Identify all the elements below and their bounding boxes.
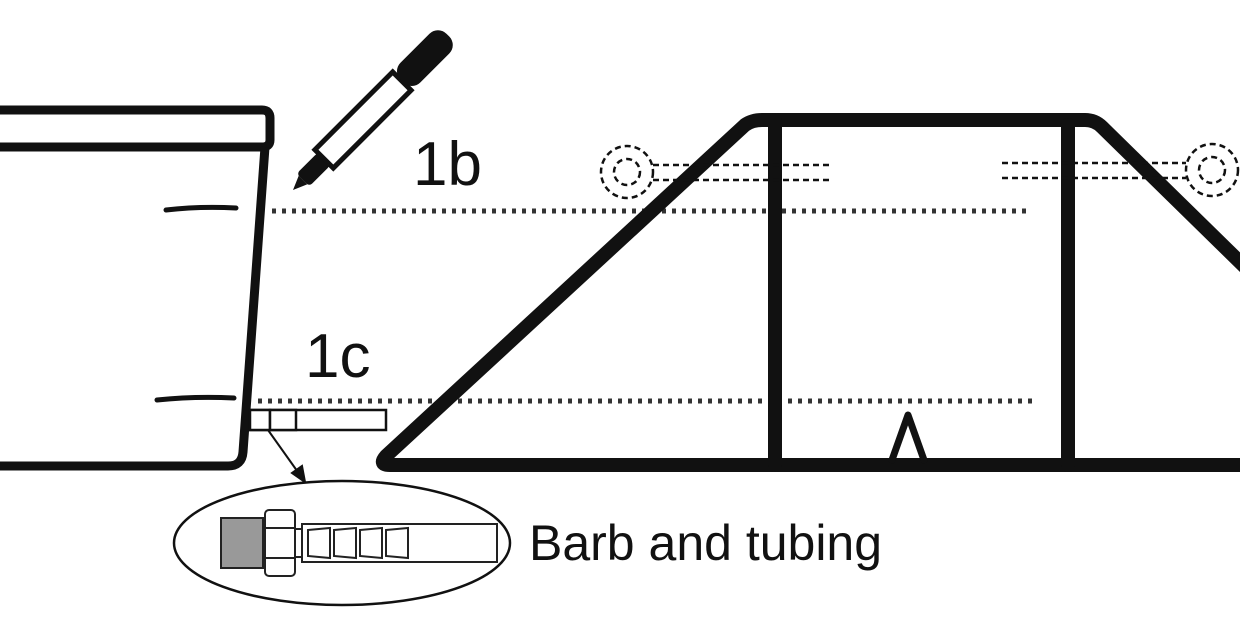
callout-label: Barb and tubing [529,515,882,571]
fill-mark-1c [154,394,237,403]
bucket-icon [0,105,275,471]
bolt-hole-icon [599,142,1240,200]
label-1c: 1c [305,322,370,391]
barb-callout [172,479,512,607]
barb-fitting-icon [220,509,498,577]
level-lines [258,208,1032,404]
tubing [248,408,388,432]
marker-pen-icon [293,30,453,190]
fill-marks [154,204,239,403]
fill-mark-1b [163,204,239,213]
label-1b: 1b [413,130,482,199]
frame-icon [375,113,1240,472]
callout-arrow [267,429,307,485]
